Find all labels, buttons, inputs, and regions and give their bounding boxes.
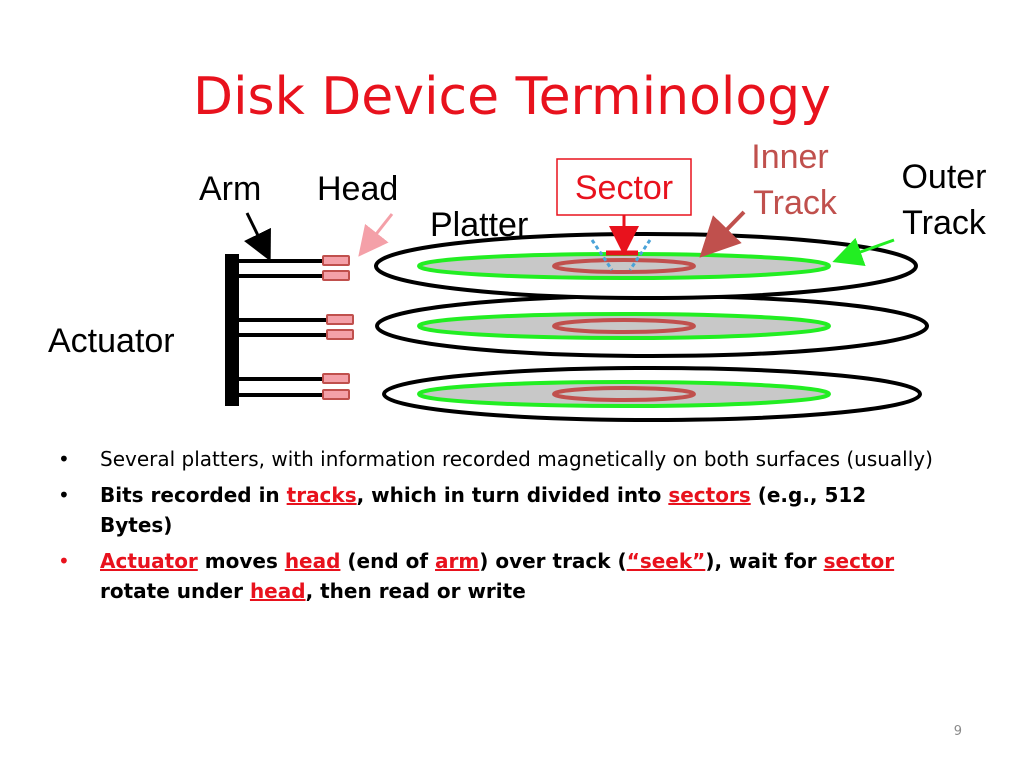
bullet-item: • Several platters, with information rec… <box>58 444 938 474</box>
arm-arrow <box>243 212 271 262</box>
bullet-segment: ), wait for <box>705 549 824 573</box>
sector-label-box <box>556 158 692 216</box>
actuator-label: Actuator <box>48 322 175 360</box>
bullet-segment: Several platters, with information recor… <box>100 447 933 471</box>
head-arrow <box>358 213 394 257</box>
head-label: Head <box>317 170 398 208</box>
platter-3 <box>382 366 922 422</box>
outer-track-label-line1: Outer <box>901 158 986 196</box>
bullet-text: Bits recorded in tracks, which in turn d… <box>100 483 866 537</box>
platter-2 <box>375 294 929 358</box>
bullet-dot: • <box>58 483 70 507</box>
outer-track-arrow <box>832 237 895 267</box>
page-number: 9 <box>953 724 962 739</box>
bullet-segment: , which in turn divided into <box>356 483 669 507</box>
term-tracks: tracks <box>286 483 357 507</box>
bullet-segment: moves <box>197 549 285 573</box>
term-arm: arm <box>435 549 480 573</box>
term-head: head <box>284 549 341 573</box>
sector-label: Sector <box>575 169 673 207</box>
bullet-text: Several platters, with information recor… <box>100 447 933 471</box>
inner-track-label-line2: Track <box>753 184 838 222</box>
bullet-dot: • <box>58 447 70 471</box>
bullet-list: • Several platters, with information rec… <box>58 444 938 612</box>
actuator-shaft <box>225 254 239 406</box>
term-head: head <box>249 579 306 603</box>
disk-diagram: Arm Head Platter Sector Inner Track Oute… <box>48 138 987 422</box>
term-seek: “seek” <box>626 549 706 573</box>
bullet-segment: (e.g., 512 Bytes) <box>100 483 867 537</box>
bullet-segment: ) over track ( <box>479 549 627 573</box>
arms <box>239 259 326 397</box>
bullet-dot: • <box>58 549 70 573</box>
platter-label: Platter <box>430 206 528 244</box>
outer-track <box>417 312 831 340</box>
term-actuator: Actuator <box>100 549 198 573</box>
arm-label: Arm <box>199 170 261 208</box>
bullet-segment: Bits recorded in <box>100 483 287 507</box>
term-sector: sector <box>823 549 895 573</box>
bullet-item: • Bits recorded in tracks, which in turn… <box>58 480 938 540</box>
bullet-segment: (end of <box>340 549 436 573</box>
bullet-text: Actuator moves head (end of arm) over tr… <box>100 549 894 603</box>
outer-track <box>417 252 831 280</box>
slide-title: Disk Device Terminology <box>193 67 831 127</box>
inner-track <box>552 258 696 274</box>
outer-track <box>417 380 831 408</box>
term-sectors: sectors <box>668 483 751 507</box>
platter-1 <box>374 232 918 300</box>
inner-track-arrow <box>699 210 746 258</box>
inner-track-label-line1: Inner <box>751 138 829 176</box>
outer-track-label-line2: Track <box>902 204 987 242</box>
inner-track <box>552 318 696 334</box>
bullet-segment: , then read or write <box>305 579 526 603</box>
heads <box>322 255 354 400</box>
bullet-item: • Actuator moves head (end of arm) over … <box>58 546 938 606</box>
inner-track <box>552 386 696 402</box>
bullet-segment: rotate under <box>100 579 250 603</box>
